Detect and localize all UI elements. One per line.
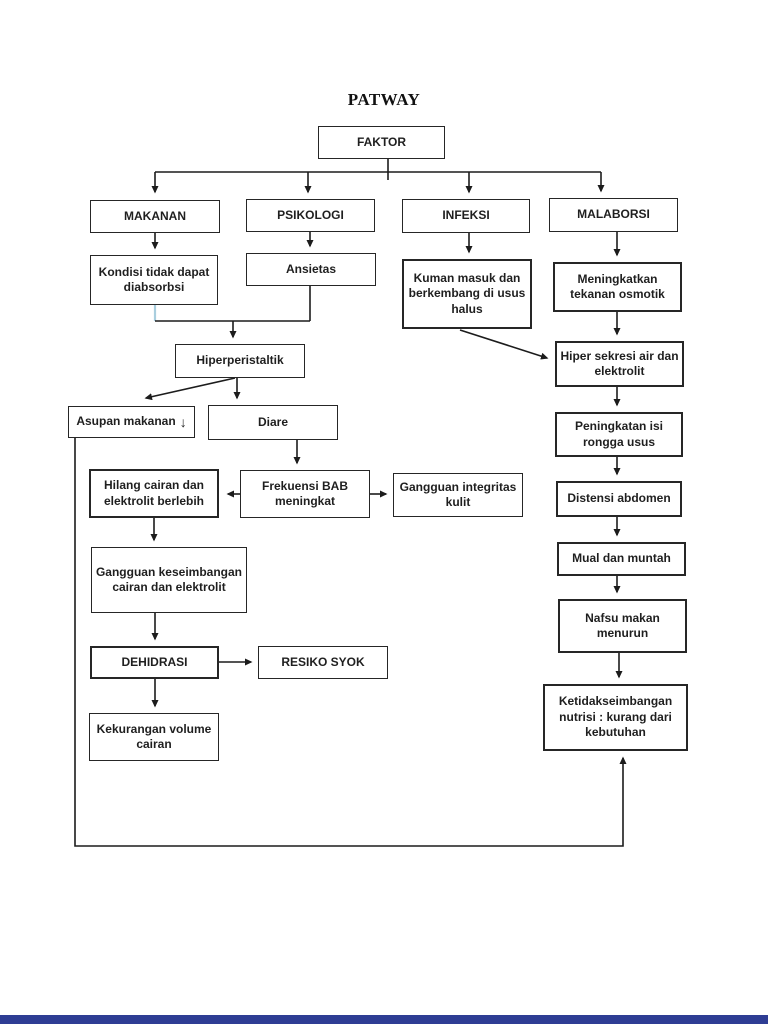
page-title: PATWAY [347, 90, 421, 109]
node-malaborsi: MALABORSI [549, 198, 678, 232]
node-psikologi: PSIKOLOGI [246, 199, 375, 232]
edge-hiperperistaltik-asupan [144, 377, 236, 401]
page-bottom-bar [0, 1015, 768, 1024]
node-makanan: MAKANAN [90, 200, 220, 233]
node-hiper-sekresi: Hiper sekresi air dan elektrolit [555, 341, 684, 387]
node-distensi-abdomen: Distensi abdomen [556, 481, 682, 517]
node-kondisi-tidak-dapat-diabsorbsi: Kondisi tidak dapat diabsorbsi [90, 255, 218, 305]
node-meningkatkan-tekanan-osmotik: Meningkatkan tekanan osmotik [553, 262, 682, 312]
node-diare: Diare [208, 405, 338, 440]
node-ansietas: Ansietas [246, 253, 376, 286]
node-resiko-syok: RESIKO SYOK [258, 646, 388, 679]
node-faktor: FAKTOR [318, 126, 445, 159]
node-infeksi: INFEKSI [402, 199, 530, 233]
edge-kuman-hipersekresi [459, 329, 549, 360]
edge-asupan-ketidakseimbangan [74, 438, 627, 847]
node-gangguan-integritas-kulit: Gangguan integritas kulit [393, 473, 523, 517]
node-frekuensi-bab: Frekuensi BAB meningkat [240, 470, 370, 518]
node-mual-dan-muntah: Mual dan muntah [557, 542, 686, 576]
node-hilang-cairan: Hilang cairan dan elektrolit berlebih [89, 469, 219, 518]
node-dehidrasi: DEHIDRASI [90, 646, 219, 679]
node-kekurangan-volume-cairan: Kekurangan volume cairan [89, 713, 219, 761]
node-asupan-makanan: Asupan makanan ↓ [68, 406, 195, 438]
node-kuman-masuk: Kuman masuk dan berkembang di usus halus [402, 259, 532, 329]
node-nafsu-makan-menurun: Nafsu makan menurun [558, 599, 687, 653]
decrease-arrow-icon: ↓ [179, 414, 187, 431]
node-asupan-makanan-label: Asupan makanan [76, 414, 176, 429]
node-ketidakseimbangan-nutrisi: Ketidakseimbangan nutrisi : kurang dari … [543, 684, 688, 751]
node-hiperperistaltik: Hiperperistaltik [175, 344, 305, 378]
node-gangguan-keseimbangan: Gangguan keseimbangan cairan dan elektro… [91, 547, 247, 613]
node-peningkatan-isi: Peningkatan isi rongga usus [555, 412, 683, 457]
